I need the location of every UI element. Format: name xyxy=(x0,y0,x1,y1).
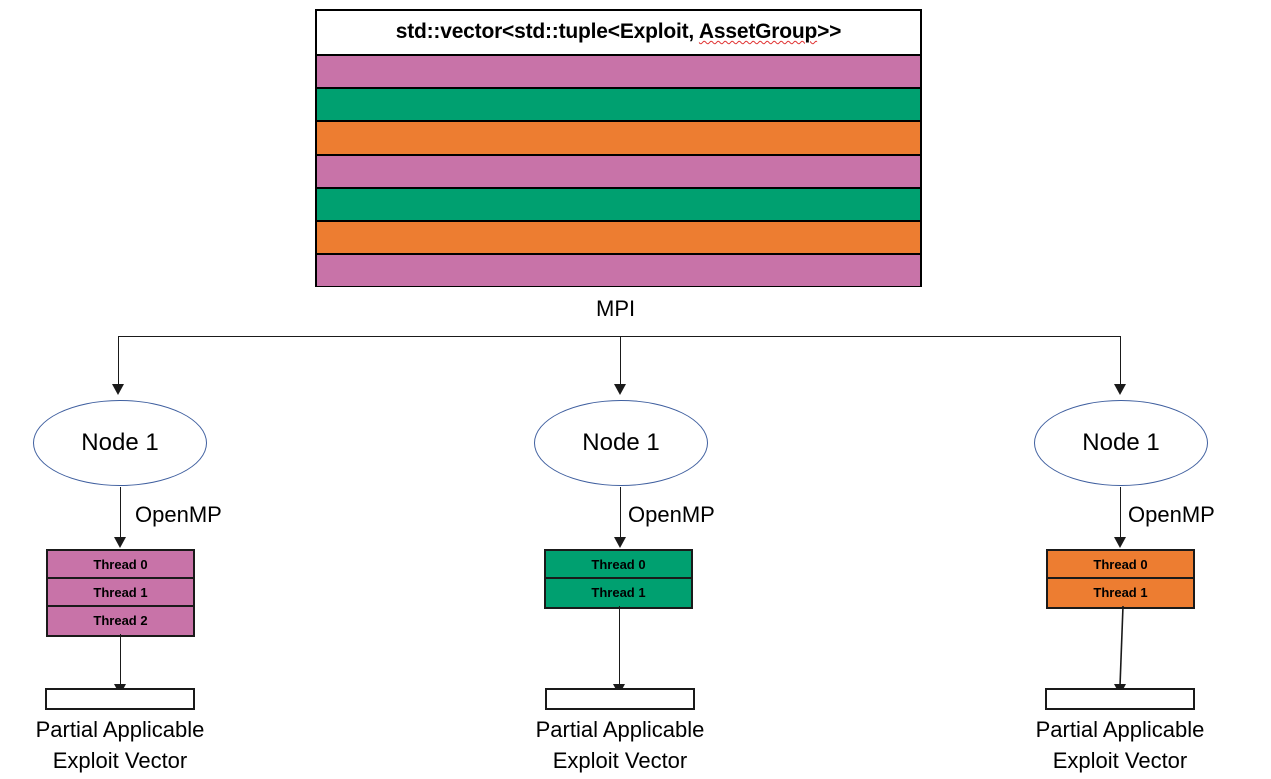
output-box-3 xyxy=(1045,688,1195,710)
vector-stripe xyxy=(317,219,920,254)
mpi-label: MPI xyxy=(596,296,636,321)
node-label-2: Node 1 xyxy=(582,429,660,456)
vector-stripe xyxy=(317,87,920,121)
openmp-label-2: OpenMP xyxy=(628,502,715,527)
thread-cell: Thread 0 xyxy=(48,551,193,579)
openmp-label-3: OpenMP xyxy=(1128,502,1215,527)
openmp-line-3 xyxy=(1120,487,1121,539)
openmp-arrow-2 xyxy=(614,537,626,548)
output-caption-1-line1: Partial Applicable xyxy=(35,717,205,742)
mpi-branch-arrow-1 xyxy=(112,384,124,395)
vector-title: std::vector<std::tuple<Exploit, AssetGro… xyxy=(317,11,920,52)
openmp-arrow-3 xyxy=(1114,537,1126,548)
mpi-branch-line-2 xyxy=(620,336,621,386)
vector-stripe xyxy=(317,120,920,154)
node-ellipse-1[interactable]: Node 1 xyxy=(33,400,207,486)
node-label-1: Node 1 xyxy=(81,429,159,456)
output-caption-3-line1: Partial Applicable xyxy=(1035,717,1205,742)
vector-title-prefix: std::vector<std::tuple<Exploit, xyxy=(395,20,699,43)
vector-stripe xyxy=(317,186,920,220)
vector-stripe xyxy=(317,54,920,88)
node-ellipse-3[interactable]: Node 1 xyxy=(1034,400,1208,486)
openmp-line-1 xyxy=(120,487,121,539)
mpi-branch-line-3 xyxy=(1120,336,1121,386)
openmp-line-2 xyxy=(620,487,621,539)
mpi-branch-arrow-2 xyxy=(614,384,626,395)
output-line-1 xyxy=(120,634,121,687)
mpi-bus-horizontal-line xyxy=(118,336,1120,337)
openmp-label-1: OpenMP xyxy=(135,502,222,527)
mpi-branch-line-1 xyxy=(118,336,119,386)
output-box-2 xyxy=(545,688,695,710)
output-caption-1: Partial Applicable Exploit Vector xyxy=(0,714,270,776)
vector-title-spellcheck-word: AssetGroup xyxy=(698,20,818,43)
output-caption-3-line2: Exploit Vector xyxy=(1052,748,1188,773)
vector-container: std::vector<std::tuple<Exploit, AssetGro… xyxy=(315,9,922,287)
vector-stripe xyxy=(317,153,920,187)
node-ellipse-2[interactable]: Node 1 xyxy=(534,400,708,486)
thread-cell: Thread 0 xyxy=(1048,551,1193,579)
mpi-branch-arrow-3 xyxy=(1114,384,1126,395)
openmp-arrow-1 xyxy=(114,537,126,548)
output-caption-2: Partial Applicable Exploit Vector xyxy=(470,714,770,776)
output-box-1 xyxy=(45,688,195,710)
output-caption-3: Partial Applicable Exploit Vector xyxy=(970,714,1270,776)
thread-cell: Thread 0 xyxy=(546,551,691,579)
vector-stripe-list xyxy=(317,54,920,287)
output-caption-2-line2: Exploit Vector xyxy=(552,748,688,773)
output-caption-1-line2: Exploit Vector xyxy=(52,748,188,773)
output-line-2 xyxy=(619,606,620,687)
thread-cell: Thread 2 xyxy=(48,607,193,635)
vector-stripe xyxy=(317,253,920,287)
thread-cell: Thread 1 xyxy=(1048,579,1193,607)
node-label-3: Node 1 xyxy=(1082,429,1160,456)
output-line-3 xyxy=(1119,605,1124,687)
vector-title-suffix: >> xyxy=(817,20,842,43)
thread-cell: Thread 1 xyxy=(546,579,691,607)
output-caption-2-line1: Partial Applicable xyxy=(535,717,705,742)
thread-cell: Thread 1 xyxy=(48,579,193,607)
